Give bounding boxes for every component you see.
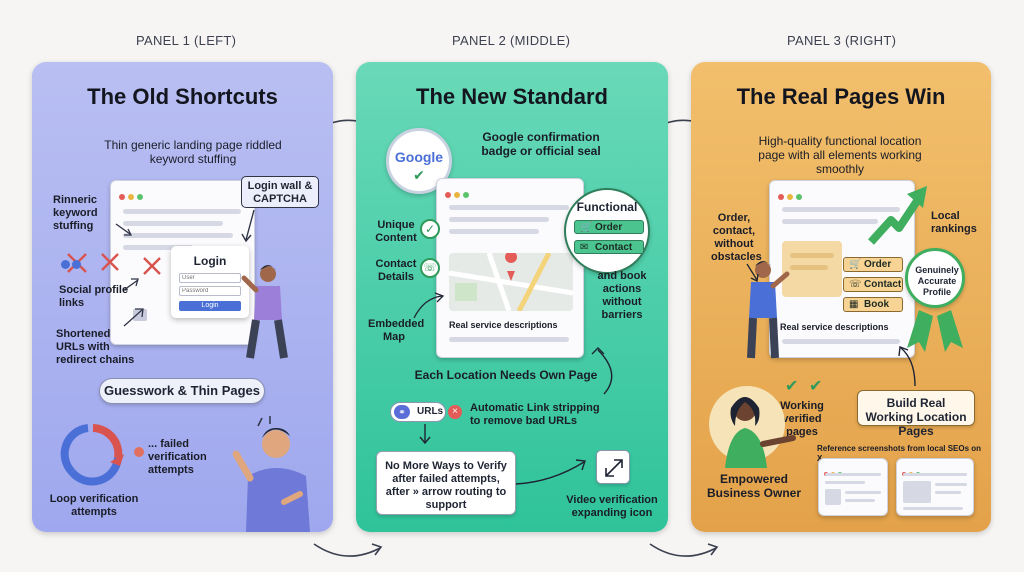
arrow-login-wall <box>241 209 255 243</box>
cart-icon: 🛒 <box>849 259 862 270</box>
panel2-tag: PANEL 2 (MIDDLE) <box>452 33 571 48</box>
failed-dot-icon <box>134 447 144 457</box>
order-button[interactable]: 🛒Order <box>574 220 644 234</box>
local-rankings-label: Local rankings <box>931 210 977 235</box>
keyword-stuffing-label: Rinneric keyword stuffing <box>53 194 98 232</box>
google-wordmark: Google <box>394 149 444 165</box>
arrow-panel1-to-panel2-bottom <box>313 543 383 557</box>
person-illustration-left <box>241 265 288 359</box>
functional-actions-circle: Functional 🛒Order ✉Contact <box>564 188 650 274</box>
phone-icon: ☏ <box>849 279 862 290</box>
link-icon: ⚭ <box>394 405 410 419</box>
auto-link-stripping-label: Automatic Link stripping to remove bad U… <box>470 402 600 427</box>
panel-old-shortcuts: The Old Shortcuts Thin generic landing p… <box>32 62 333 532</box>
order-button-right[interactable]: 🛒Order <box>843 257 903 272</box>
contact-details-label: Contact Details <box>375 258 417 283</box>
check-icon-second: ✔ <box>809 378 823 395</box>
frustrated-person-illustration <box>232 416 310 532</box>
check-circle-icon: ✓ <box>420 219 440 239</box>
expand-icon[interactable] <box>596 450 630 484</box>
check-icon: ✔ <box>785 378 799 395</box>
reference-screenshot-1 <box>818 458 888 516</box>
login-button[interactable]: Login <box>179 301 241 311</box>
arrow-panel2-to-panel3-bottom <box>649 543 719 557</box>
service-descriptions-right: Real service descriptions <box>780 322 889 332</box>
login-user-input[interactable] <box>179 273 241 283</box>
panel-real-pages-win: The Real Pages Win High-quality function… <box>691 62 991 532</box>
shortened-urls-label: Shortened URLs with redirect chains <box>56 328 135 366</box>
embedded-map <box>449 253 573 311</box>
seal-text: Genuinely Accurate Profile <box>915 265 959 297</box>
rising-rankings-arrow <box>868 186 927 245</box>
login-title: Login <box>193 254 227 268</box>
embedded-map-label: Embedded Map <box>368 318 425 343</box>
book-actions-label: and book actions without barriers <box>597 270 647 321</box>
social-icons <box>61 256 83 270</box>
accurate-profile-seal: Genuinely Accurate Profile <box>905 248 965 308</box>
order-contact-label: Order, contact, without obstacles <box>711 212 762 263</box>
login-password-input[interactable] <box>179 286 241 296</box>
login-card: Login Login <box>171 246 249 318</box>
panel2-title: The New Standard <box>416 84 608 109</box>
person-illustration-right <box>747 261 790 359</box>
functional-title: Functional <box>576 200 638 214</box>
service-descriptions: Real service descriptions <box>449 320 558 330</box>
guesswork-pill: Guesswork & Thin Pages <box>99 378 265 404</box>
contact-button-right[interactable]: ☏Contact <box>843 277 903 292</box>
panel1-subtitle: Thin generic landing page riddled keywor… <box>104 138 282 166</box>
book-button-right[interactable]: ▦Book <box>843 297 903 312</box>
working-verified-label: Working verified pages <box>780 400 824 438</box>
badge-label: Google confirmation badge or official se… <box>481 130 601 158</box>
build-pages-box: Build Real Working Location Pages <box>857 390 975 438</box>
phone-icon: ☏ <box>420 258 440 278</box>
failed-attempts-label: ... failed verification attempts <box>148 438 207 476</box>
no-more-ways-box: No More Ways to Verify after failed atte… <box>376 451 516 515</box>
panel1-tag: PANEL 1 (LEFT) <box>136 33 237 48</box>
login-wall-box: Login wall & CAPTCHA <box>241 176 319 208</box>
empowered-owner-label: Empowered Business Owner <box>706 472 802 500</box>
unique-content-label: Unique Content <box>375 219 417 244</box>
seal-ribbons <box>907 310 963 352</box>
urls-chip: ⚭ URLs <box>390 402 446 422</box>
panel3-tag: PANEL 3 (RIGHT) <box>787 33 897 48</box>
cart-icon: 🛒 <box>580 222 593 233</box>
panel3-subtitle: High-quality functional location page wi… <box>758 134 922 176</box>
loop-verification-label: Loop verification attempts <box>49 493 139 518</box>
social-profile-label: Social profile links <box>59 284 129 309</box>
business-owner-illustration <box>709 386 796 468</box>
reference-screenshot-2 <box>896 458 974 516</box>
check-icon: ✔ <box>413 167 425 183</box>
calendar-icon: ▦ <box>849 299 859 310</box>
video-verification-label: Video verification expanding icon <box>566 494 658 519</box>
location-page-mock: Real service descriptions <box>436 178 584 358</box>
panel-new-standard: The New Standard Google ✔ Google confirm… <box>356 62 668 532</box>
mail-icon: ✉ <box>580 242 589 253</box>
contact-button[interactable]: ✉Contact <box>574 240 644 254</box>
each-location-label: Each Location Needs Own Page <box>414 368 598 382</box>
loop-arrows-icon <box>60 424 124 486</box>
panel3-title: The Real Pages Win <box>736 84 946 109</box>
strip-icon: × <box>448 405 462 419</box>
panel1-title: The Old Shortcuts <box>87 84 278 109</box>
